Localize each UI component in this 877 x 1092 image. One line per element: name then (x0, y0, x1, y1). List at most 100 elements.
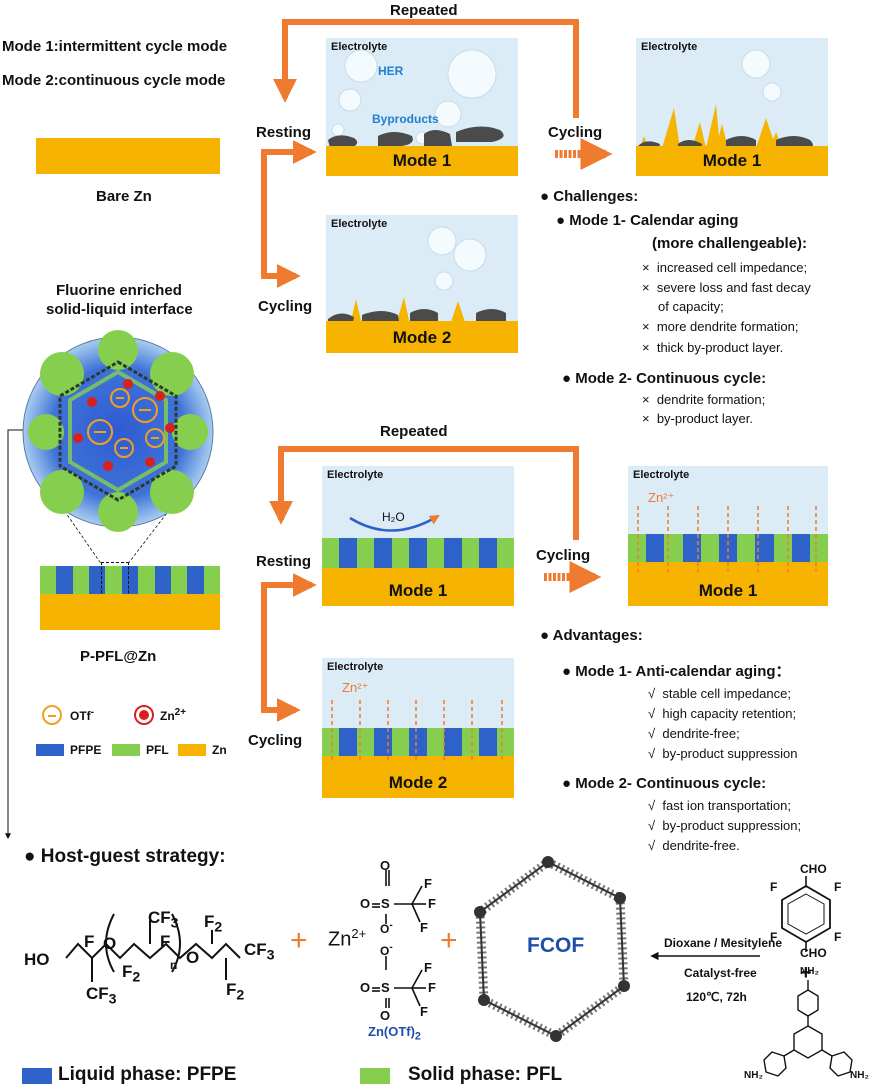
pfpe-f-mid: F (160, 932, 171, 951)
electrolyte-label: Electrolyte (633, 469, 690, 481)
panel-resting-mode1: Electrolyte HER Byproducts Mode 1 (326, 38, 518, 176)
resting-label-bottom: Resting (256, 553, 312, 570)
cycling-label-top-left: Cycling (258, 298, 313, 315)
pfpe-cf3-top: CF3 (148, 908, 179, 932)
pfpe-f: F (84, 932, 95, 951)
ppfl-layer (322, 728, 514, 756)
challenge-item: × severe loss and fast decay (642, 280, 811, 295)
repeated-label-top: Repeated (390, 2, 458, 19)
pfpe-legend-swatch (36, 744, 64, 756)
nh2-top: NH₂ (800, 966, 819, 977)
liquid-phase-label: Liquid phase: PFPE (58, 1064, 237, 1085)
electrolyte-label: Electrolyte (331, 218, 388, 230)
water-repel-arrow (349, 514, 440, 532)
otf-legend-label: OTf- (70, 707, 95, 723)
pfpe-legend-label: PFPE (70, 743, 102, 757)
plus-sign-1: + (290, 924, 308, 957)
triflate-f: F (420, 920, 428, 935)
challenge-item: × more dendrite formation; (642, 319, 799, 334)
electrolyte-label: Electrolyte (327, 469, 384, 481)
challenges-mode1-title: ● Mode 1- Calendar aging (556, 212, 739, 229)
aldehyde-f: F (770, 880, 778, 894)
mode1-definition: Mode 1:intermittent cycle mode (2, 38, 228, 55)
challenges-title: ● Challenges: (540, 188, 639, 205)
reaction-plus: + (800, 962, 812, 984)
triflate-f: F (428, 980, 436, 995)
byproducts-label: Byproducts (372, 112, 439, 126)
zn-base: Mode 1 (636, 146, 828, 176)
repeated-label-bottom: Repeated (380, 423, 448, 440)
zn-ion-legend-icon (134, 705, 154, 725)
challenge-item: × dendrite formation; (642, 392, 766, 407)
fluorine-title-line2: solid-liquid interface (46, 301, 193, 318)
zn-ion-legend-label: Zn2+ (160, 707, 187, 723)
panel-ppfl-cycled-mode2: Electrolyte Zn²⁺ Mode 2 (322, 658, 514, 798)
mode2-definition: Mode 2:continuous cycle mode (2, 72, 226, 89)
triflate-o-minus: O- (380, 942, 393, 958)
fcof-label: FCOF (527, 934, 585, 957)
pfpe-cf3-right: CF3 (244, 940, 275, 964)
advantages-mode1-title: ● Mode 1- Anti-calendar aging： (562, 663, 791, 680)
ppfl-label: P-PFL@Zn (80, 648, 157, 665)
pfpe-f2-right: F2 (226, 980, 245, 1004)
mode1-label: Mode 1 (392, 151, 452, 170)
otf-legend-icon (42, 705, 62, 725)
ppfl-zn-base (40, 594, 220, 630)
triflate-o-minus: O- (380, 920, 393, 936)
panel-ppfl-cycled-mode1: Electrolyte Zn²⁺ Mode 1 (628, 466, 828, 606)
aldehyde-f: F (834, 880, 842, 894)
repeated-loop-arrow-top (273, 19, 579, 118)
solid-phase-swatch (360, 1068, 390, 1084)
zn2-label: Zn2+ (328, 926, 367, 951)
advantage-item: √ high capacity retention; (648, 706, 797, 721)
advantage-item: √ by-product suppression; (648, 818, 802, 833)
challenge-item: × by-product layer. (642, 411, 753, 426)
triflate-s: S (381, 896, 390, 911)
aldehyde-f: F (834, 930, 842, 944)
zn-base: Mode 1 (628, 562, 828, 606)
pfpe-f2-top: F2 (204, 912, 223, 936)
triflate-o: O (380, 858, 391, 873)
plus-sign-2: + (440, 924, 458, 957)
panel-cycled-mode1: Electrolyte Mode 1 (636, 38, 828, 176)
aldehyde-f: F (770, 930, 778, 944)
zn-ion-label: Zn²⁺ (342, 680, 369, 695)
zn-ion-flux-arrows (637, 506, 817, 572)
pfpe-o1: O (103, 934, 117, 953)
triflate-f: F (428, 896, 436, 911)
pfpe-n: n (170, 958, 178, 972)
zn-legend-label: Zn (212, 743, 227, 757)
zn-ion-flux-arrows (331, 700, 503, 762)
mode1-label: Mode 1 (388, 581, 448, 600)
aldehyde-cho-bottom: CHO (800, 946, 827, 960)
bubbles (328, 49, 504, 148)
ppfl-layer (40, 566, 220, 594)
triflate-f: F (424, 876, 432, 891)
h2o-label: H₂O (382, 510, 405, 524)
zn-ion-label: Zn²⁺ (648, 490, 675, 505)
mode2-label: Mode 2 (388, 773, 448, 792)
nh2-left: NH₂ (744, 1070, 763, 1081)
advantage-item: √ dendrite-free; (648, 726, 740, 741)
bare-zn-slab (36, 138, 220, 174)
repeated-loop-arrow-bottom (269, 446, 579, 540)
challenge-item: × thick by-product layer. (642, 340, 784, 355)
pfl-legend-label: PFL (146, 743, 169, 757)
cycling-label-bottom-left: Cycling (248, 732, 303, 749)
triflate-f: F (420, 1004, 428, 1019)
ppfl-layer (322, 538, 514, 568)
advantage-item: √ fast ion transportation; (648, 798, 791, 813)
triflate-o: O (360, 980, 371, 995)
fluorine-title-line1: Fluorine enriched (56, 282, 182, 299)
triflate-o: O (380, 1008, 391, 1023)
mode2-label: Mode 2 (392, 328, 452, 347)
zn-base: Mode 2 (322, 756, 514, 798)
reaction-temperature: 120℃, 72h (686, 990, 747, 1004)
mode1-label: Mode 1 (698, 581, 758, 600)
cycling-label-bottom-right: Cycling (536, 547, 591, 564)
panel-cycled-mode2: Electrolyte Mode 2 (326, 215, 518, 353)
